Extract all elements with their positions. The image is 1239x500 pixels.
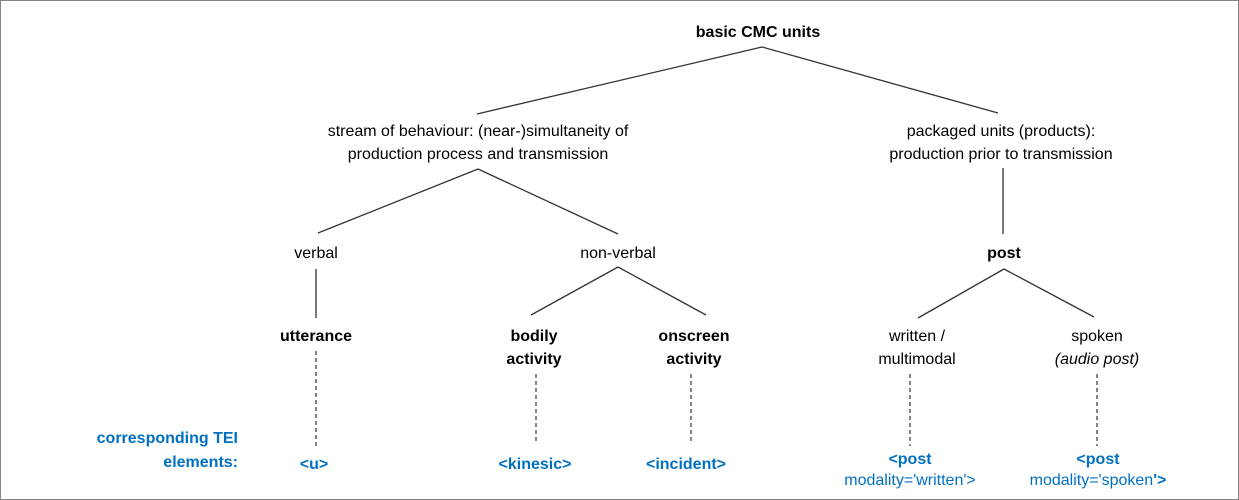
node-bodily-activity: bodily activity xyxy=(506,325,561,371)
node-bodily-line2: activity xyxy=(506,351,562,368)
node-packaged-units: packaged units (products): production pr… xyxy=(889,120,1112,166)
tei-element-incident: <incident> xyxy=(645,456,727,473)
node-utterance: utterance xyxy=(279,328,353,345)
tei-caption-line2: elements: xyxy=(163,454,238,471)
edge-nonverbal-to-bodily xyxy=(530,266,619,316)
node-bodily-line1: bodily xyxy=(510,328,558,345)
node-basic-cmc-units: basic CMC units xyxy=(695,24,821,41)
node-spoken-line1: spoken xyxy=(1071,328,1123,345)
tei-element-u: <u> xyxy=(299,456,329,473)
node-verbal: verbal xyxy=(294,245,338,262)
edge-post-to-spoken xyxy=(1003,268,1095,318)
node-post: post xyxy=(987,245,1021,262)
edge-root-to-stream xyxy=(476,46,763,115)
node-onscreen-activity: onscreen activity xyxy=(658,325,729,371)
tei-element-kinesic: <kinesic> xyxy=(498,456,572,473)
node-packaged-line2: production prior to transmission xyxy=(889,146,1113,163)
node-stream-line2: production process and transmission xyxy=(347,146,609,163)
tei-caption: corresponding TEI elements: xyxy=(41,427,238,475)
tei-post-spoken-close: '> xyxy=(1153,472,1167,489)
node-written-multimodal: written / multimodal xyxy=(878,325,955,371)
tei-post-written-line1: <post xyxy=(888,451,932,468)
edge-stream-to-verbal xyxy=(317,168,479,234)
node-non-verbal: non-verbal xyxy=(580,245,656,262)
tei-post-spoken-line1: <post xyxy=(1076,451,1120,468)
node-spoken-line2: (audio post) xyxy=(1054,351,1140,368)
tei-element-post-spoken: <post modality='spoken'> xyxy=(1030,449,1167,491)
tei-post-spoken-line2: modality='spoken'> xyxy=(1030,470,1167,491)
node-stream-line1: stream of behaviour: (near-)simultaneity… xyxy=(327,123,629,140)
tei-caption-line1: corresponding TEI xyxy=(96,430,238,447)
edge-post-to-written xyxy=(917,268,1005,319)
node-onscreen-line2: activity xyxy=(666,351,722,368)
node-stream-of-behaviour: stream of behaviour: (near-)simultaneity… xyxy=(328,120,629,166)
node-spoken-audio-post: spoken (audio post) xyxy=(1055,325,1140,371)
tei-post-spoken-attr: modality='spoken xyxy=(1029,472,1154,489)
edge-nonverbal-to-onscreen xyxy=(617,266,707,316)
tei-post-written-line2: modality='written'> xyxy=(844,472,976,489)
tei-element-post-written: <post modality='written'> xyxy=(844,449,976,491)
node-written-line2: multimodal xyxy=(878,351,956,368)
node-onscreen-line1: onscreen xyxy=(658,328,730,345)
edge-stream-to-nonverbal xyxy=(477,168,619,235)
node-written-line1: written / xyxy=(888,328,946,345)
node-packaged-line1: packaged units (products): xyxy=(906,123,1096,140)
edge-root-to-packaged xyxy=(761,46,999,114)
